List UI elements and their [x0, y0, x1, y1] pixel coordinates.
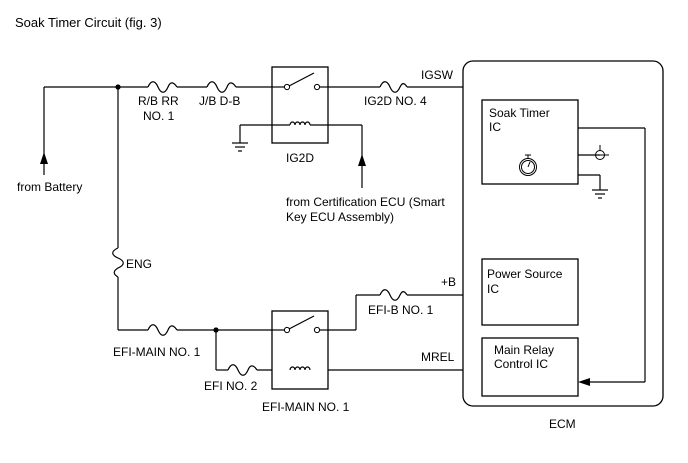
main-relay-ic-label-line2: Control IC — [494, 357, 548, 371]
ig2d-relay-label: IG2D — [286, 151, 314, 165]
stopwatch-icon — [519, 154, 537, 176]
fuse-icon — [206, 81, 237, 93]
fuse-efi-no2-label: EFI NO. 2 — [204, 379, 258, 393]
fusible-link-icon — [112, 247, 124, 278]
fuse-icon — [147, 324, 178, 336]
fusible-eng-label: ENG — [126, 257, 152, 271]
soak-timer-ic-label-line1: Soak Timer — [489, 106, 550, 120]
signal-arrow — [578, 378, 590, 386]
fuse-rb-rr-label: R/B RR — [138, 94, 179, 108]
fuse-icon — [227, 364, 258, 376]
fuse-icon — [147, 81, 178, 93]
fuse-efi-main-no1-label: EFI-MAIN NO. 1 — [113, 345, 201, 359]
lower-bus-wiring — [112, 87, 482, 371]
soak-timer-ic-box — [481, 99, 579, 185]
relay-coil-icon — [289, 121, 311, 126]
fuse-efi-b-no1-label: EFI-B NO. 1 — [368, 303, 434, 317]
fuse-icon — [379, 289, 408, 301]
ground-symbol-icon — [232, 125, 248, 152]
relay-switch-icon — [288, 72, 315, 87]
ecm-label: ECM — [549, 417, 576, 431]
relay-switch-icon — [288, 315, 315, 330]
igsw-terminal-label: IGSW — [421, 68, 454, 82]
ground-symbol-icon — [592, 175, 608, 199]
efi-main-relay-label: EFI-MAIN NO. 1 — [262, 400, 350, 414]
fuse-icon — [379, 81, 408, 93]
power-source-ic-label-line2: IC — [487, 282, 499, 296]
plus-b-terminal-label: +B — [441, 275, 456, 289]
diagram-title: Soak Timer Circuit (fig. 3) — [15, 15, 162, 30]
power-source-ic-label-line1: Power Source — [487, 267, 563, 281]
voltage-source-icon — [595, 145, 609, 160]
main-relay-ic-label-line1: Main Relay — [494, 343, 554, 357]
from-battery-label: from Battery — [17, 180, 82, 194]
from-cert-ecu-line2: Key ECU Assembly) — [286, 210, 394, 224]
mrel-terminal-label: MREL — [421, 350, 455, 364]
fuse-rb-rr-number: NO. 1 — [143, 109, 175, 123]
main-relay-control-ic-box — [481, 337, 579, 397]
power-source-ic-box — [481, 258, 579, 326]
junction-dot — [213, 327, 219, 333]
fuse-jb-db-label: J/B D-B — [199, 94, 240, 108]
signal-arrow — [358, 154, 366, 166]
ig2d-relay — [240, 66, 362, 144]
from-battery-arrow — [40, 152, 48, 164]
fuse-ig2d-no4-label: IG2D NO. 4 — [364, 94, 427, 108]
relay-coil-icon — [289, 366, 311, 371]
soak-timer-ic-label-line2: IC — [489, 120, 501, 134]
from-cert-ecu-line1: from Certification ECU (Smart — [286, 195, 445, 209]
efi-main-relay — [271, 310, 329, 390]
